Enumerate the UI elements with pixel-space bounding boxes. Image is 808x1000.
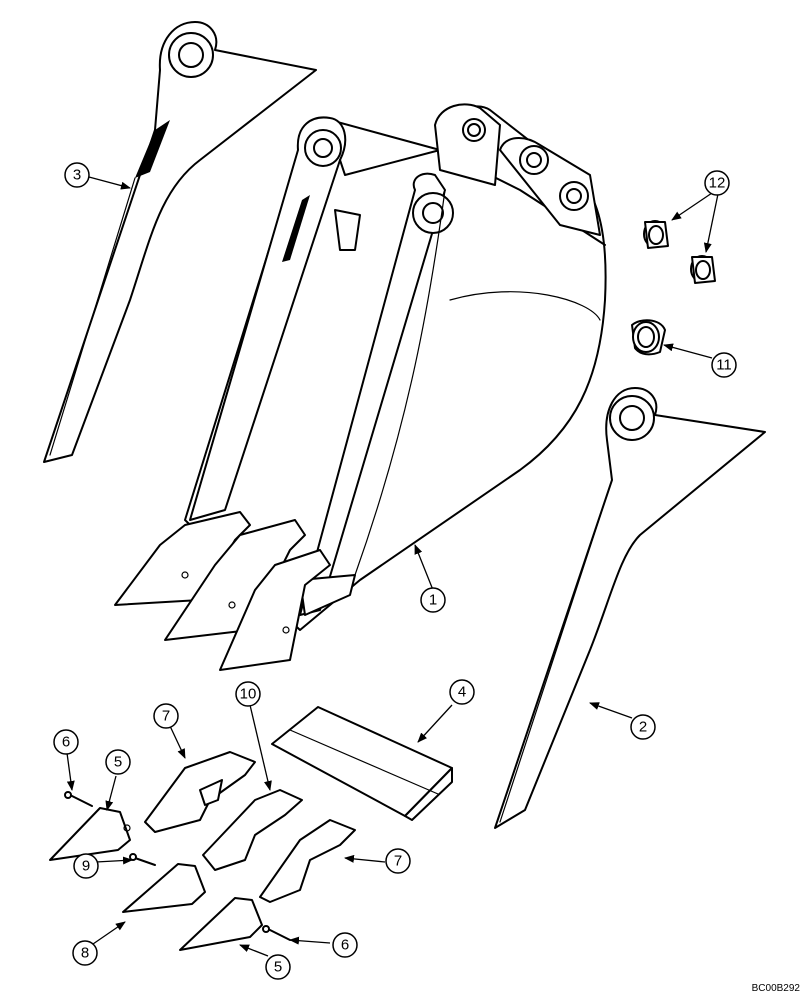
callout-label: 9: [82, 858, 90, 875]
callout-2: 2: [630, 714, 656, 740]
adapters: [144, 751, 356, 903]
side-cutter-left: [43, 21, 317, 463]
callout-5b: 5: [265, 954, 291, 980]
callout-7b: 7: [385, 848, 411, 874]
drawing-code: BC00B292: [751, 983, 800, 994]
callout-label: 3: [73, 167, 81, 184]
bushing-pair: [643, 220, 716, 284]
callout-label: 7: [162, 708, 170, 725]
bushing-single: [631, 319, 666, 356]
callout-3: 3: [64, 162, 90, 188]
callout-1: 1: [420, 587, 446, 613]
callout-6b: 6: [332, 932, 358, 958]
callout-label: 6: [341, 937, 349, 954]
callout-10: 10: [235, 681, 261, 707]
side-cutter-right: [494, 387, 766, 829]
callout-8: 8: [72, 940, 98, 966]
callout-label: 11: [716, 357, 732, 374]
callout-label: 5: [114, 754, 122, 771]
callout-label: 4: [458, 684, 466, 701]
bucket-teeth: [114, 511, 331, 671]
callout-7a: 7: [153, 703, 179, 729]
callout-label: 10: [240, 686, 257, 703]
callout-label: 12: [709, 175, 726, 192]
callout-11: 11: [711, 352, 737, 378]
callout-6a: 6: [53, 729, 79, 755]
leader-lines: [66, 176, 719, 957]
callout-label: 2: [639, 719, 647, 736]
callout-5a: 5: [105, 749, 131, 775]
callout-label: 1: [429, 592, 437, 609]
callout-label: 8: [81, 945, 89, 962]
callout-9: 9: [73, 853, 99, 879]
callout-label: 6: [62, 734, 70, 751]
callout-4: 4: [449, 679, 475, 705]
callout-12: 12: [704, 170, 730, 196]
cutting-edge: [271, 706, 453, 821]
tooth-points: [49, 807, 263, 951]
callout-label: 7: [394, 853, 402, 870]
callout-label: 5: [274, 959, 282, 976]
bucket: [184, 103, 607, 631]
